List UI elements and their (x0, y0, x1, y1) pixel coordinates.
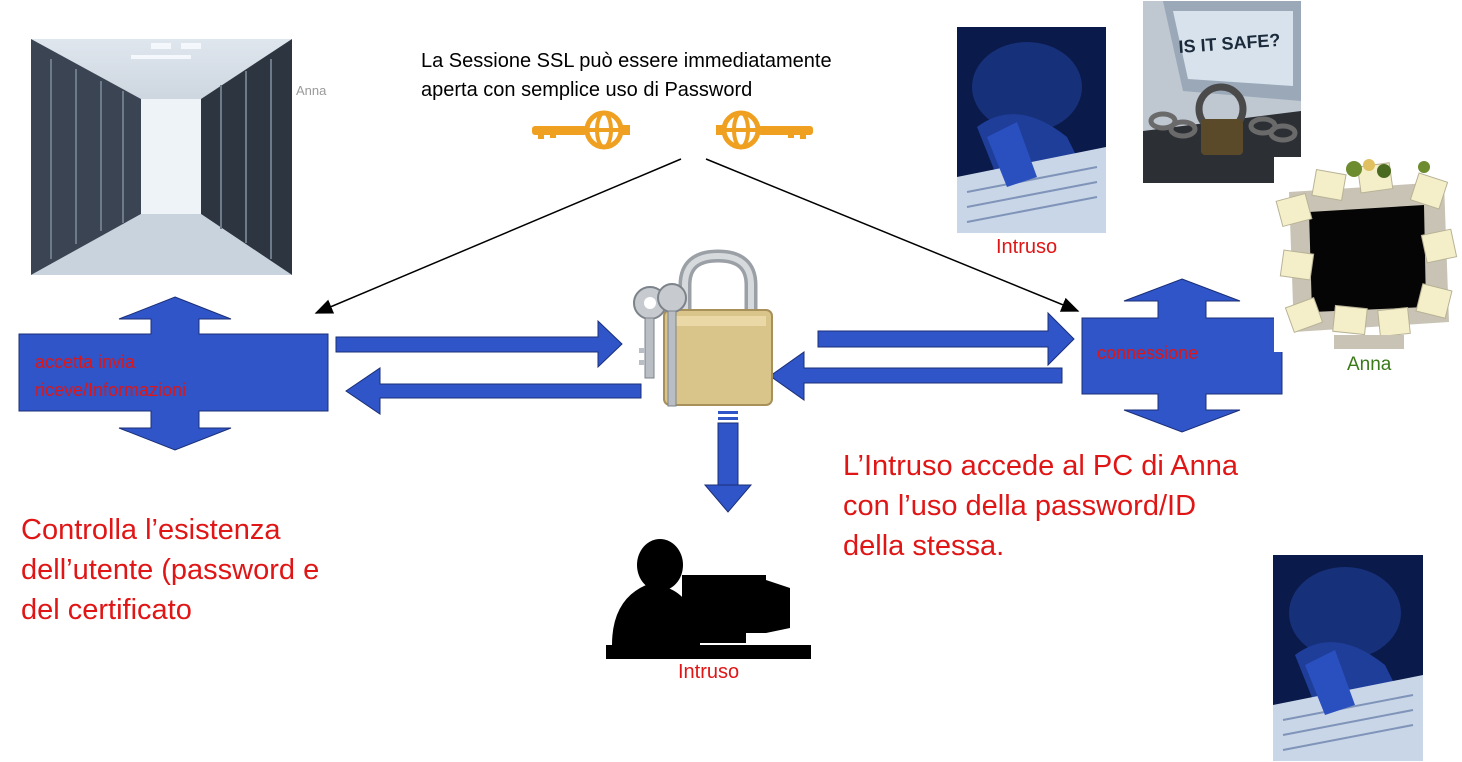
intruder-silhouette-icon (606, 539, 811, 659)
left-box-line-2: riceve/Informazioni (35, 380, 187, 400)
arrow-lock-to-right (817, 311, 1075, 367)
right-note-line-2: con l’uso della password/ID (843, 490, 1197, 522)
intruder-photo-bottom (1273, 555, 1423, 761)
server-owner-label: Anna (296, 83, 327, 98)
right-box-label: connessione (1097, 343, 1199, 363)
intruder-photo-top (957, 27, 1106, 233)
ssl-session-text: La Sessione SSL può essere immediatament… (421, 47, 832, 105)
arrow-down-to-intruder (703, 411, 753, 513)
padlock-icon (633, 249, 773, 407)
right-key-icon (716, 110, 813, 150)
session-line-right (705, 158, 1080, 312)
ssl-session-line-1: La Sessione SSL può essere immediatament… (421, 50, 832, 72)
arrow-left-to-lock (335, 319, 623, 369)
right-note: L’Intruso accede al PC di Anna con l’uso… (843, 446, 1238, 566)
arrow-lock-to-left (345, 367, 642, 415)
left-note-line-2: dell’utente (password e (21, 554, 320, 586)
is-it-safe-photo: IS IT SAFE? (1143, 1, 1301, 183)
left-node-shape (18, 296, 329, 451)
left-box-text: accetta invia riceve/Informazioni (35, 348, 186, 404)
anna-pc-label: Anna (1347, 354, 1392, 375)
left-note: Controlla l’esistenza dell’utente (passw… (21, 510, 319, 630)
right-note-line-3: della stessa. (843, 530, 1005, 562)
session-line-left (314, 158, 682, 314)
intruder-top-label: Intruso (996, 236, 1058, 258)
anna-pc-photo (1274, 157, 1462, 352)
left-note-line-3: del certificato (21, 594, 192, 626)
left-box-line-1: accetta invia (35, 352, 136, 372)
intruder-bottom-label: Intruso (678, 661, 740, 683)
left-note-line-1: Controlla l’esistenza (21, 514, 281, 546)
ssl-session-line-2: aperta con semplice uso di Password (421, 79, 753, 101)
right-node-shape (1081, 278, 1283, 433)
left-key-icon (532, 110, 630, 150)
server-room-photo (31, 39, 292, 275)
right-note-line-1: L’Intruso accede al PC di Anna (843, 450, 1238, 482)
arrow-right-to-lock (769, 351, 1063, 401)
